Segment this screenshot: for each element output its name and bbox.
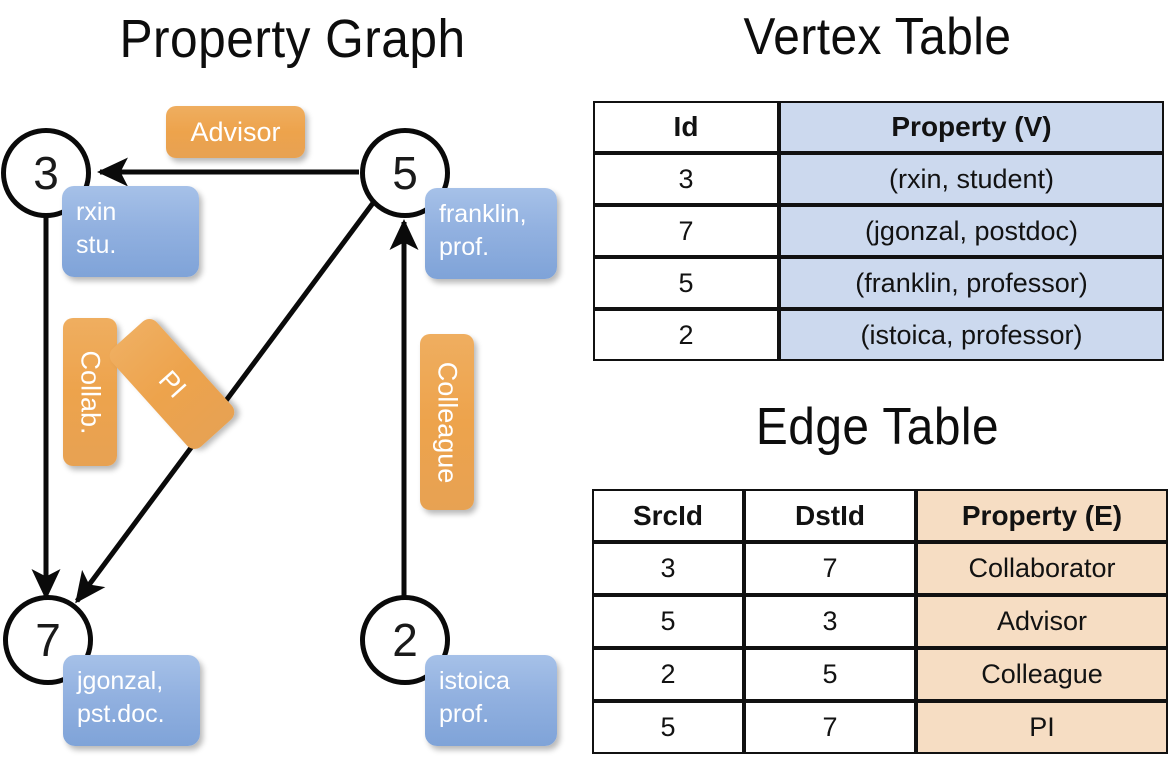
vertex-cell-id: 5: [593, 257, 779, 309]
edge-cell-dstid: 5: [744, 648, 916, 701]
property-graph-diagram: 3 5 7 2 rxin stu. franklin, prof. jgonza…: [1, 106, 557, 746]
vertex-cell-id: 3: [593, 153, 779, 205]
graph-node-2-label: 2: [392, 614, 418, 666]
page-title-edge-table: Edge Table: [755, 398, 1000, 456]
table-row[interactable]: 3 (rxin, student): [593, 153, 1164, 205]
vertex-cell-property: (jgonzal, postdoc): [779, 205, 1164, 257]
edge-table-col-srcid: SrcId: [592, 489, 744, 542]
edge-cell-property: Advisor: [916, 595, 1168, 648]
edge-table-col-property: Property (E): [916, 489, 1168, 542]
edge-table: SrcId DstId Property (E) 3 7 Collaborato…: [592, 489, 1168, 754]
graph-node-5-property-box[interactable]: franklin, prof.: [425, 188, 557, 279]
table-row[interactable]: 2 (istoica, professor): [593, 309, 1164, 361]
edge-cell-dstid: 7: [744, 542, 916, 595]
table-row[interactable]: 5 (franklin, professor): [593, 257, 1164, 309]
graph-node-3-label: 3: [33, 147, 59, 199]
edge-label-advisor-text: Advisor: [190, 116, 281, 147]
page-title-property-graph: Property Graph: [119, 9, 466, 69]
graph-node-3-property-box[interactable]: rxin stu.: [62, 186, 199, 277]
edge-cell-srcid: 5: [592, 701, 744, 754]
vertex-cell-property: (rxin, student): [779, 153, 1164, 205]
vertex-table-col-id: Id: [593, 101, 779, 153]
graph-node-5-label: 5: [392, 147, 418, 199]
edge-cell-srcid: 5: [592, 595, 744, 648]
edge-table-header-row: SrcId DstId Property (E): [592, 489, 1168, 542]
graph-node-7-property-line-1: jgonzal,: [77, 667, 164, 695]
vertex-cell-id: 2: [593, 309, 779, 361]
edge-cell-srcid: 2: [592, 648, 744, 701]
table-row[interactable]: 5 7 PI: [592, 701, 1168, 754]
edge-cell-property: Colleague: [916, 648, 1168, 701]
graph-node-2[interactable]: 2: [360, 595, 450, 685]
edge-table-col-dstid: DstId: [744, 489, 916, 542]
edge-label-advisor[interactable]: Advisor: [166, 106, 305, 158]
edge-cell-srcid: 3: [592, 542, 744, 595]
vertex-cell-property: (istoica, professor): [779, 309, 1164, 361]
edge-cell-property: PI: [916, 701, 1168, 754]
page-title-vertex-table: Vertex Table: [743, 8, 1012, 66]
graph-node-5-property-line-1: franklin,: [439, 200, 527, 228]
edge-label-collab-text: Collab.: [75, 349, 106, 435]
graph-node-7-label: 7: [35, 614, 61, 666]
vertex-table-col-property: Property (V): [779, 101, 1164, 153]
edge-cell-dstid: 3: [744, 595, 916, 648]
edge-label-colleague[interactable]: Colleague: [420, 334, 474, 510]
edge-label-colleague-text: Colleague: [432, 361, 463, 483]
edge-cell-property: Collaborator: [916, 542, 1168, 595]
graph-node-7-property-box[interactable]: jgonzal, pst.doc.: [63, 655, 200, 746]
table-row[interactable]: 2 5 Colleague: [592, 648, 1168, 701]
edge-label-pi-text: PI: [152, 364, 193, 404]
vertex-cell-property: (franklin, professor): [779, 257, 1164, 309]
graph-node-2-property-line-1: istoica: [439, 667, 510, 695]
vertex-table-header-row: Id Property (V): [593, 101, 1164, 153]
graph-node-5-property-line-2: prof.: [439, 233, 490, 261]
graph-node-2-property-box[interactable]: istoica prof.: [425, 655, 557, 746]
graph-node-2-property-line-2: prof.: [439, 700, 490, 728]
graph-node-5[interactable]: 5: [360, 128, 450, 218]
edge-cell-dstid: 7: [744, 701, 916, 754]
graph-node-3-property-line-2: stu.: [76, 231, 117, 259]
table-row[interactable]: 7 (jgonzal, postdoc): [593, 205, 1164, 257]
graph-node-3-property-line-1: rxin: [76, 198, 117, 226]
table-row[interactable]: 5 3 Advisor: [592, 595, 1168, 648]
vertex-table: Id Property (V) 3 (rxin, student) 7 (jgo…: [593, 101, 1164, 361]
graph-node-7-property-line-2: pst.doc.: [77, 700, 165, 728]
vertex-cell-id: 7: [593, 205, 779, 257]
table-row[interactable]: 3 7 Collaborator: [592, 542, 1168, 595]
edge-label-collab[interactable]: Collab.: [63, 318, 117, 466]
